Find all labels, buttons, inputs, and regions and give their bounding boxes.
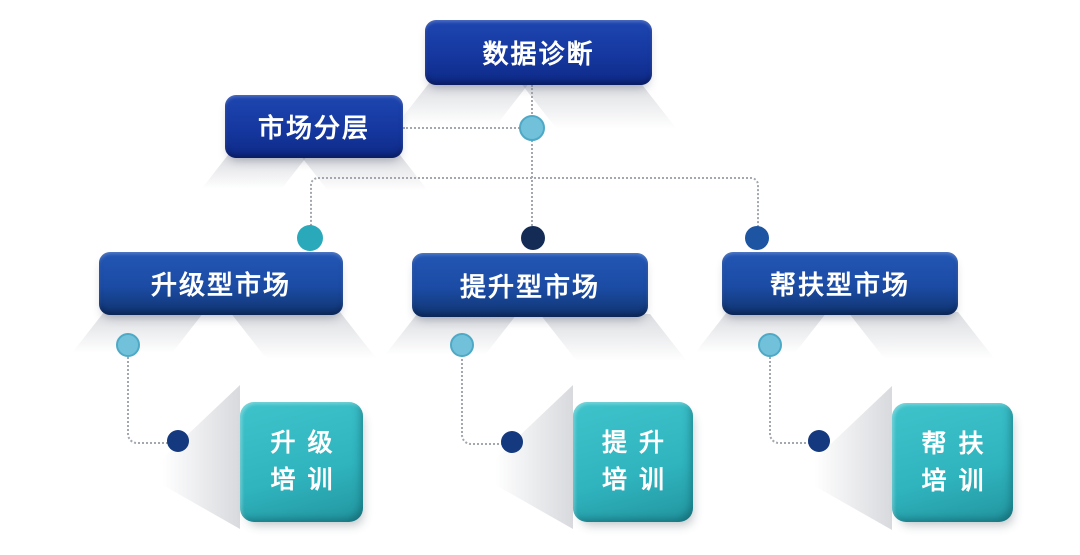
branch-dot-improve [450, 333, 474, 357]
node-data-diagnosis: 数据诊断 [425, 20, 652, 85]
node-label: 数据诊断 [482, 39, 595, 69]
node-market-segmentation: 市场分层 [225, 95, 403, 158]
junction-dot-upgrade [297, 225, 323, 251]
node-label-line: 培训 [601, 466, 676, 494]
junction-dot-support [745, 226, 769, 250]
node-label-line: 升级 [270, 429, 345, 457]
junction-dot-improve [521, 226, 545, 250]
shadow-wedge [230, 312, 383, 367]
node-label-line: 帮扶 [921, 429, 996, 458]
node-label: 提升型市场 [459, 271, 600, 302]
connector-side-horizontal [403, 127, 532, 129]
node-label-line: 培训 [921, 466, 996, 495]
shadow-wedge [196, 155, 308, 195]
shadow-wedge [540, 314, 693, 369]
node-market-upgrade: 升级型市场 [99, 252, 343, 315]
connector-branch-bracket [310, 177, 759, 240]
end-dot-upgrade [167, 430, 189, 452]
shadow-wedge [848, 312, 1001, 367]
branch-dot-upgrade [116, 333, 140, 357]
branch-dot-support [758, 333, 782, 357]
end-dot-support [808, 430, 830, 452]
node-training-upgrade: 升级 培训 [240, 402, 363, 522]
node-label-line: 提升 [601, 429, 676, 457]
node-market-improve: 提升型市场 [412, 253, 648, 317]
connector-elbow-support [769, 345, 823, 444]
node-label: 帮扶型市场 [769, 270, 910, 300]
connector-elbow-upgrade [127, 345, 181, 444]
end-dot-improve [501, 431, 523, 453]
node-label: 市场分层 [257, 113, 370, 143]
node-market-support: 帮扶型市场 [722, 252, 958, 315]
connector-elbow-improve [461, 345, 515, 445]
node-training-improve: 提升 培训 [573, 402, 693, 522]
shadow-wedge [390, 82, 530, 132]
connector-root-vertical [531, 85, 533, 238]
node-label: 升级型市场 [150, 270, 291, 300]
node-label-line: 培训 [270, 466, 345, 494]
node-training-support: 帮扶 培训 [892, 403, 1013, 522]
junction-dot-root [519, 115, 545, 141]
